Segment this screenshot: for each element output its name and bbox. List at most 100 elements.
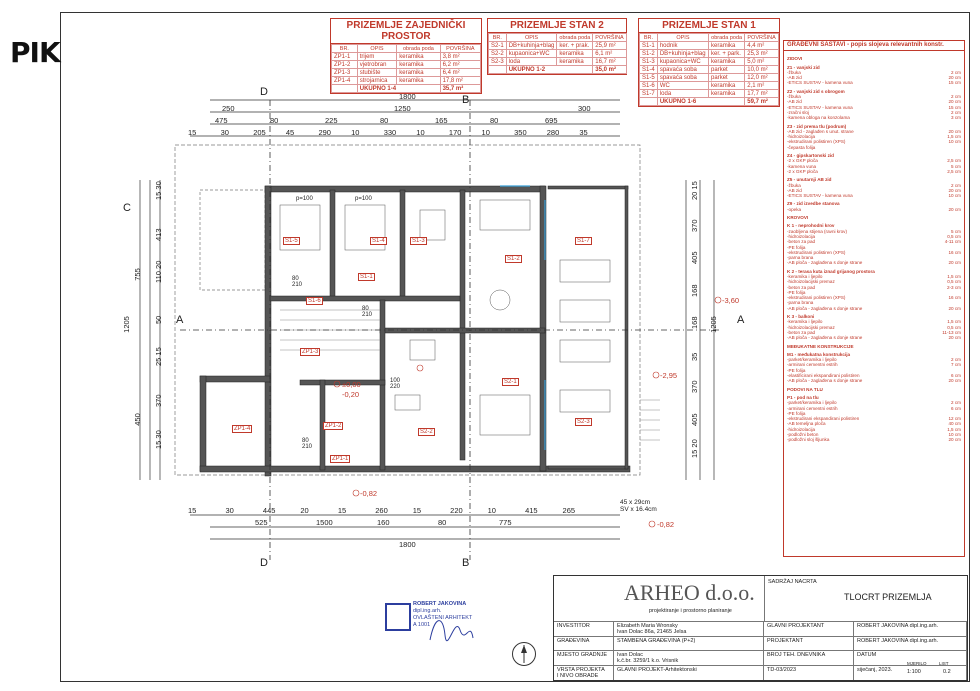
- notes-line-value: 6 cm: [951, 405, 961, 411]
- dim-value: 160: [377, 518, 390, 527]
- dim-value: 220: [450, 506, 463, 515]
- title-block-cell: STAMBENA GRAĐEVINA (P+2): [614, 636, 764, 651]
- notes-line-value: 20 cm: [948, 99, 961, 105]
- dim-value: 15: [188, 506, 197, 515]
- notes-line-value: 3 cm: [951, 115, 961, 121]
- notes-line: -PE folija: [787, 245, 961, 250]
- content-label: SADRŽAJ NACRTA: [768, 579, 817, 585]
- notes-line-value: 20 cm: [948, 206, 961, 212]
- notes-line-value: 20 cm: [948, 437, 961, 443]
- notes-line-value: 20 cm: [948, 305, 961, 311]
- scale-value: 1:100: [907, 669, 921, 675]
- dim-value: 280: [546, 128, 560, 137]
- notes-line-value: 2 cm: [951, 109, 961, 115]
- drawing-title: TLOCRT PRIZEMLJA: [844, 592, 932, 602]
- company-sub: projektiranje i prostorno planiranje: [649, 608, 732, 614]
- room-label: S1-7: [575, 237, 592, 245]
- notes-line-text: -hidroizolacija: [787, 233, 816, 239]
- notes-line-text: -parket/keramika i ljepilo: [787, 357, 837, 363]
- notes-line: -armirani cementni estrih 6 cm: [787, 406, 961, 411]
- title-block-cell: TD-03/2023: [764, 665, 854, 680]
- section-marker-c: C: [123, 202, 131, 214]
- room-label: S2-2: [418, 428, 435, 436]
- notes-line-text: -PE folija: [787, 410, 806, 416]
- dim-value: 165: [435, 116, 448, 125]
- notes-line-value: 2 cm: [951, 400, 961, 406]
- notes-line-value: 20 cm: [948, 187, 961, 193]
- notes-line-value: 2,5 cm: [947, 168, 961, 174]
- dim-value: 370: [690, 219, 699, 233]
- notes-line-text: -AB zid - zaglađen s unut. strane: [787, 128, 854, 134]
- room-label: S1-3: [410, 237, 427, 245]
- room-label: S1-4: [370, 237, 387, 245]
- room-label: S1-6: [306, 297, 323, 305]
- notes-line-text: -čepasta folija: [787, 144, 816, 150]
- door-label: 80 210: [302, 438, 313, 450]
- dim-value: 15 20: [690, 438, 699, 458]
- dim-top-left: 250: [222, 104, 235, 113]
- notes-line-text: -armirani cementni estrih: [787, 405, 838, 411]
- notes-line-text: -beton za pad: [787, 329, 816, 335]
- notes-section-head: Z5 - unutarnji AB zid: [787, 177, 832, 183]
- dim-value: 260: [375, 506, 388, 515]
- signature: [429, 620, 474, 642]
- notes-line-text: -AB ploča - zaglađena s donje strane: [787, 378, 863, 384]
- notes-line-text: -parket/keramika i ljepilo: [787, 400, 837, 406]
- section-marker-b-bottom: B: [462, 557, 470, 569]
- north-arrow-icon: [512, 642, 536, 666]
- notes-line: -podložni beton 10 cm: [787, 432, 961, 437]
- notes-line-text: -podložni beton: [787, 432, 819, 437]
- notes-section-head: KROVOVI: [787, 215, 809, 221]
- notes-line-value: 20 cm: [948, 335, 961, 341]
- dim-value: 225: [325, 116, 338, 125]
- notes-line-text: -žbuka: [787, 182, 801, 188]
- table-total-label: UKUPNO 1-6: [656, 97, 746, 106]
- notes-line-text: -AB ploča - zaglađena s donje strane: [787, 335, 863, 341]
- section-marker-a-left: A: [176, 314, 184, 326]
- dim-value: 15 30: [154, 429, 163, 449]
- dim-value: 413: [154, 228, 163, 242]
- notes-line-text: -parna brana: [787, 255, 814, 261]
- stamp-title: dipl.ing.arh.: [413, 608, 442, 614]
- section-marker-d-top: D: [260, 86, 268, 98]
- dim-value: 15 30: [154, 181, 163, 200]
- table-total-value: 35,0 m²: [592, 65, 627, 74]
- notes-line-value: 16 cm: [948, 295, 961, 301]
- notes-line-value: 10 cm: [948, 432, 961, 437]
- dim-top-mid: 1250: [394, 104, 411, 113]
- sheet-value: 0.2: [943, 669, 951, 675]
- room-label: ZP1-2: [323, 422, 344, 430]
- table-title: PRIZEMLJE ZAJEDNIČKI PROSTOR: [331, 19, 481, 44]
- notes-line-text: -opeka: [787, 206, 802, 212]
- level-label: ±0,00: [342, 380, 361, 389]
- dim-value: 525: [255, 518, 268, 527]
- notes-line-text: -hidroizolacija: [787, 426, 816, 432]
- notes-section-head: P1 - pod na tlu: [787, 394, 819, 400]
- door-label: 80 210: [292, 276, 303, 288]
- notes-line-value: 2-3 cm: [946, 284, 961, 290]
- notes-line-value: 4-11 cm: [944, 239, 961, 245]
- section-marker-b-top: B: [462, 94, 470, 106]
- title-block-cell: ROBERT JAKOVINA dipl.ing.arh.: [854, 622, 967, 636]
- title-block-cell: GRAĐEVINA: [554, 636, 614, 651]
- dim-bottom-note: 45 x 29cm SV x 16.4cm: [620, 499, 657, 513]
- title-block-cell: BROJ TEH. DNEVNIKA: [764, 651, 854, 665]
- notes-line: -ekstrudirani polistiren (XPS)16 cm: [787, 295, 961, 300]
- room-label: ZP1-3: [300, 348, 321, 356]
- dim-value: 350: [514, 128, 527, 137]
- notes-section-head: K 2 - terasa kuta iznad grijanog prostor…: [787, 268, 875, 274]
